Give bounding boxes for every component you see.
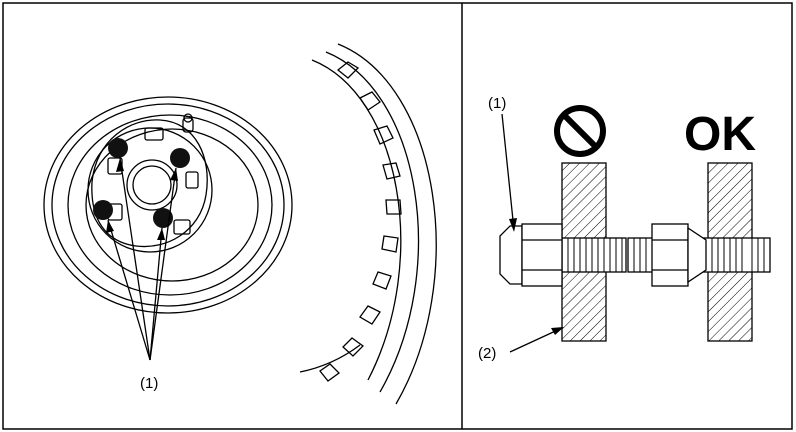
right-panel-nut-orientation: OK <box>478 95 771 362</box>
tire <box>299 43 437 405</box>
nut-correct-orientation <box>627 223 771 287</box>
callout-label-nut-right: (1) <box>488 95 506 112</box>
callout-leader-nut <box>501 113 515 231</box>
callout-label-hub: (2) <box>478 345 496 362</box>
ok-label: OK <box>684 108 756 161</box>
callout-arrowhead-hub <box>551 327 564 335</box>
callout-label-nut-left: (1) <box>140 375 158 392</box>
callout-arrowhead-nut <box>509 218 517 232</box>
wheel-hub <box>91 113 208 248</box>
nut-wrong-orientation <box>499 223 627 287</box>
wheel-nuts <box>93 138 190 228</box>
prohibited-icon <box>554 105 606 157</box>
left-panel-wheel: (1) <box>43 43 437 405</box>
callout-arrowheads-left <box>106 158 178 240</box>
callout-leaders-left <box>107 157 177 361</box>
